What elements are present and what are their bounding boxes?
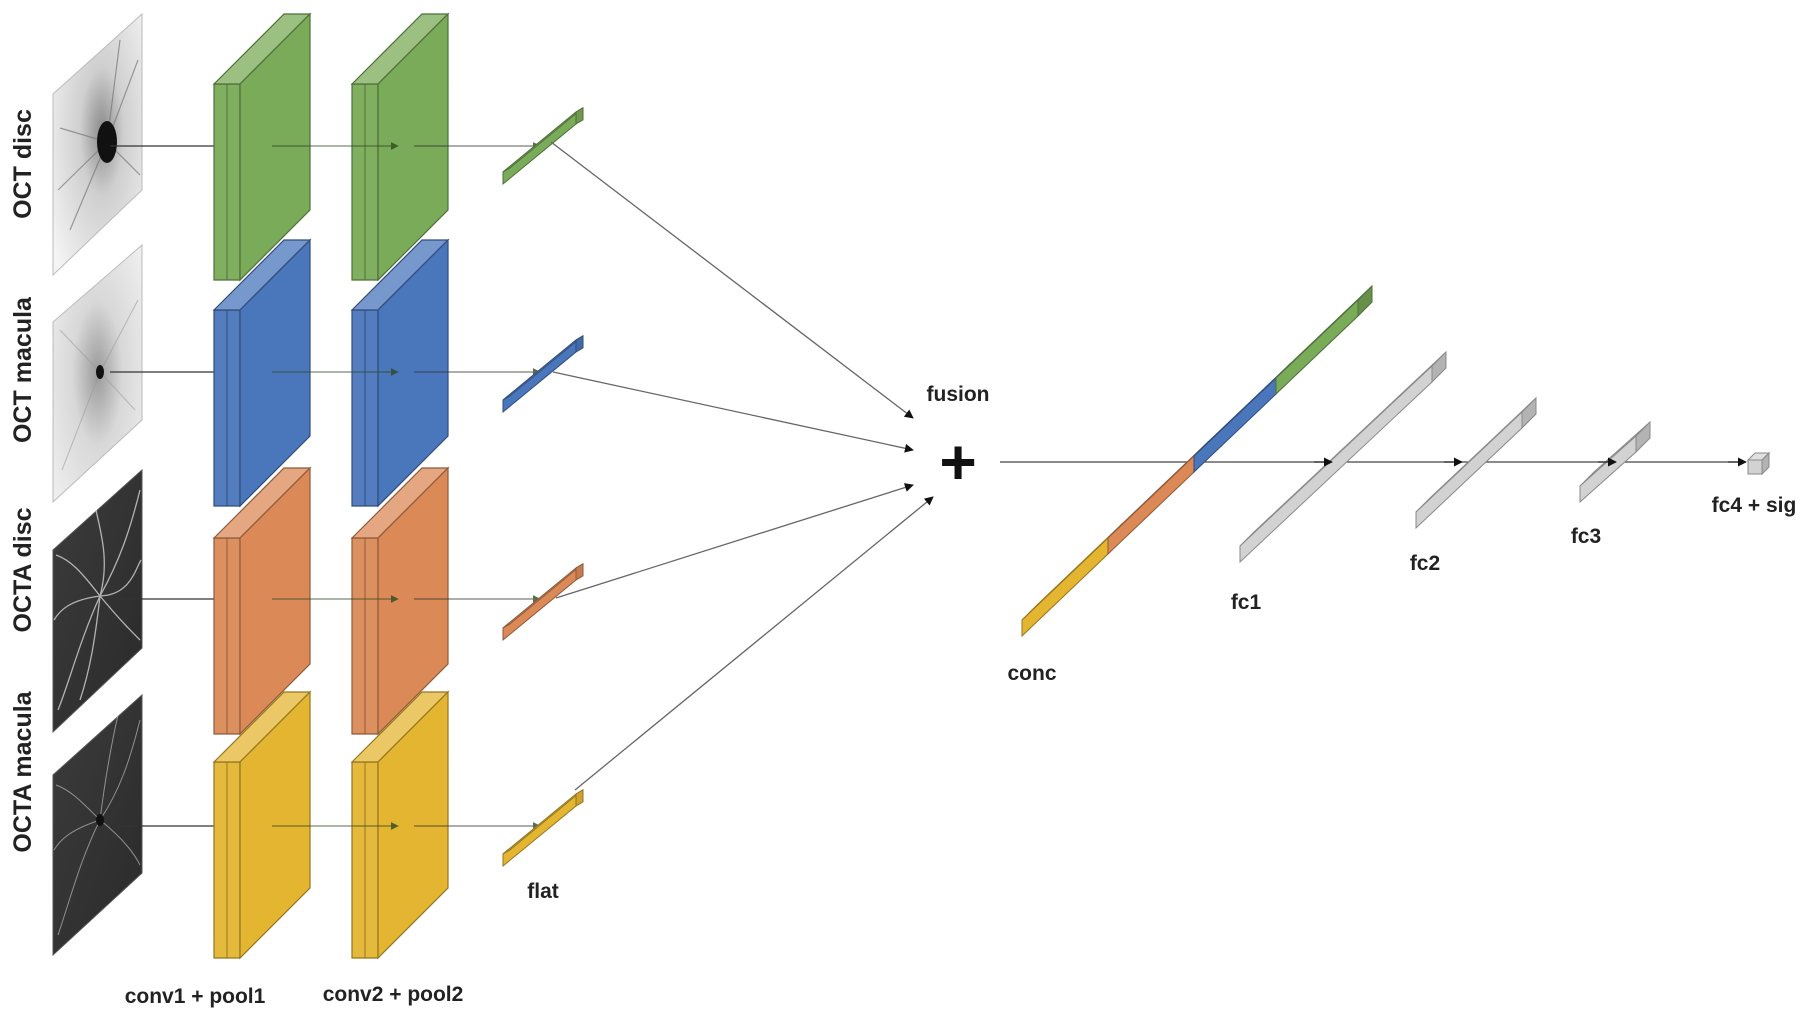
- oct-macula-image: [52, 243, 143, 504]
- oct-macula-conv2-block-side: [377, 238, 449, 508]
- octa-macula-fusion-arrow: [574, 496, 934, 791]
- octa-macula-conv2-block-side: [377, 690, 449, 960]
- fc1-bar: [1239, 350, 1447, 564]
- oct-disc-conv1-block: [212, 12, 312, 282]
- oct-disc-conv2-block-side: [377, 12, 449, 282]
- octa-macula-conv1-block-side: [239, 690, 311, 960]
- oct-macula-flat-bar: [502, 334, 584, 414]
- conc-segment-green: [1275, 284, 1373, 396]
- octa-disc-conv1-block-side: [239, 466, 311, 736]
- octa-macula-flat-bar-top: [502, 789, 584, 855]
- octa-disc-flat-bar-end: [575, 562, 584, 581]
- fc3-bar-end: [1635, 420, 1651, 454]
- fusion-arrows: [550, 141, 934, 791]
- octa-macula-conv2-block: [350, 690, 450, 960]
- oct-disc-fusion-arrow: [550, 141, 914, 419]
- octa-disc-conv1-block: [212, 466, 312, 736]
- oct-macula-conv1-block: [212, 238, 312, 508]
- fc3-bar: [1579, 420, 1651, 504]
- fc2-label: fc2: [1410, 552, 1440, 575]
- flat-bars: [502, 106, 584, 868]
- oct-disc-flat-bar-end: [575, 106, 584, 125]
- fc2-bar-end: [1521, 396, 1537, 430]
- conc-segment-yellow-face: [1021, 536, 1109, 638]
- fc3-label: fc3: [1571, 525, 1601, 548]
- fc3-bar-face: [1579, 434, 1637, 504]
- input-label-oct-macula: OCT macula: [9, 296, 37, 443]
- octa-macula-image: [52, 693, 143, 957]
- octa-macula-conv1-block: [212, 690, 312, 960]
- oct-macula-flat-bar-end: [575, 334, 584, 353]
- oct-macula-flat-bar-top: [502, 335, 584, 401]
- octa-disc-flat-bar-top: [502, 563, 584, 629]
- input-label-octa-disc: OCTA disc: [9, 507, 37, 632]
- fusion-label: fusion: [927, 383, 990, 406]
- conc-segment-green-face: [1275, 298, 1359, 396]
- conc-label: conc: [1007, 662, 1056, 685]
- fc4-sig-label: fc4 + sig: [1712, 494, 1797, 517]
- fc1-label: fc1: [1231, 591, 1262, 614]
- oct-disc-conv1-block-side: [239, 12, 311, 282]
- oct-disc-conv2-block: [350, 12, 450, 282]
- conc-segment-blue-face: [1193, 376, 1277, 474]
- conc-segment-orange-face: [1107, 454, 1195, 556]
- octa-disc-conv2-block-side: [377, 466, 449, 736]
- stage-labels: conv1 + pool1 conv2 + pool2 flat fusion …: [125, 383, 1797, 1008]
- oct-macula-conv2-block: [350, 238, 450, 508]
- octa-disc-fusion-arrow: [555, 483, 914, 599]
- flat-label: flat: [527, 880, 559, 903]
- octa-macula-flat-bar: [502, 788, 584, 868]
- conv2-pool2-label: conv2 + pool2: [323, 983, 464, 1006]
- octa-disc-flat-bar: [502, 562, 584, 642]
- input-label-octa-macula: OCTA macula: [9, 690, 37, 852]
- conc-segment-orange: [1107, 440, 1209, 556]
- input-label-oct-disc: OCT disc: [9, 109, 37, 219]
- oct-macula-fusion-arrow: [552, 371, 914, 453]
- fc2-bar: [1415, 396, 1537, 530]
- oct-disc-flat-bar: [502, 106, 584, 186]
- fc4-cube: [1746, 451, 1771, 476]
- input-images: [52, 12, 143, 957]
- fc4-cube-side: [1761, 451, 1770, 476]
- fc2-bar-face: [1415, 410, 1523, 530]
- conv-blocks: [110, 12, 541, 960]
- octa-macula-flat-bar-end: [575, 788, 584, 807]
- fc4-cube-front: [1747, 459, 1763, 475]
- fc1-bar-end: [1431, 350, 1447, 384]
- oct-disc-image: [52, 12, 143, 277]
- conc-segment-green-end: [1357, 284, 1373, 318]
- conv1-pool1-label: conv1 + pool1: [125, 985, 266, 1008]
- octa-disc-image: [52, 468, 143, 734]
- oct-disc-flat-bar-top: [502, 107, 584, 173]
- conc-segment-yellow: [1021, 522, 1123, 638]
- dense-layers: [1000, 284, 1771, 638]
- oct-macula-conv1-block-side: [239, 238, 311, 508]
- input-labels: OCT disc OCT macula OCTA disc OCTA macul…: [9, 109, 37, 853]
- fusion-plus-symbol: +: [939, 426, 976, 498]
- octa-disc-conv2-block: [350, 466, 450, 736]
